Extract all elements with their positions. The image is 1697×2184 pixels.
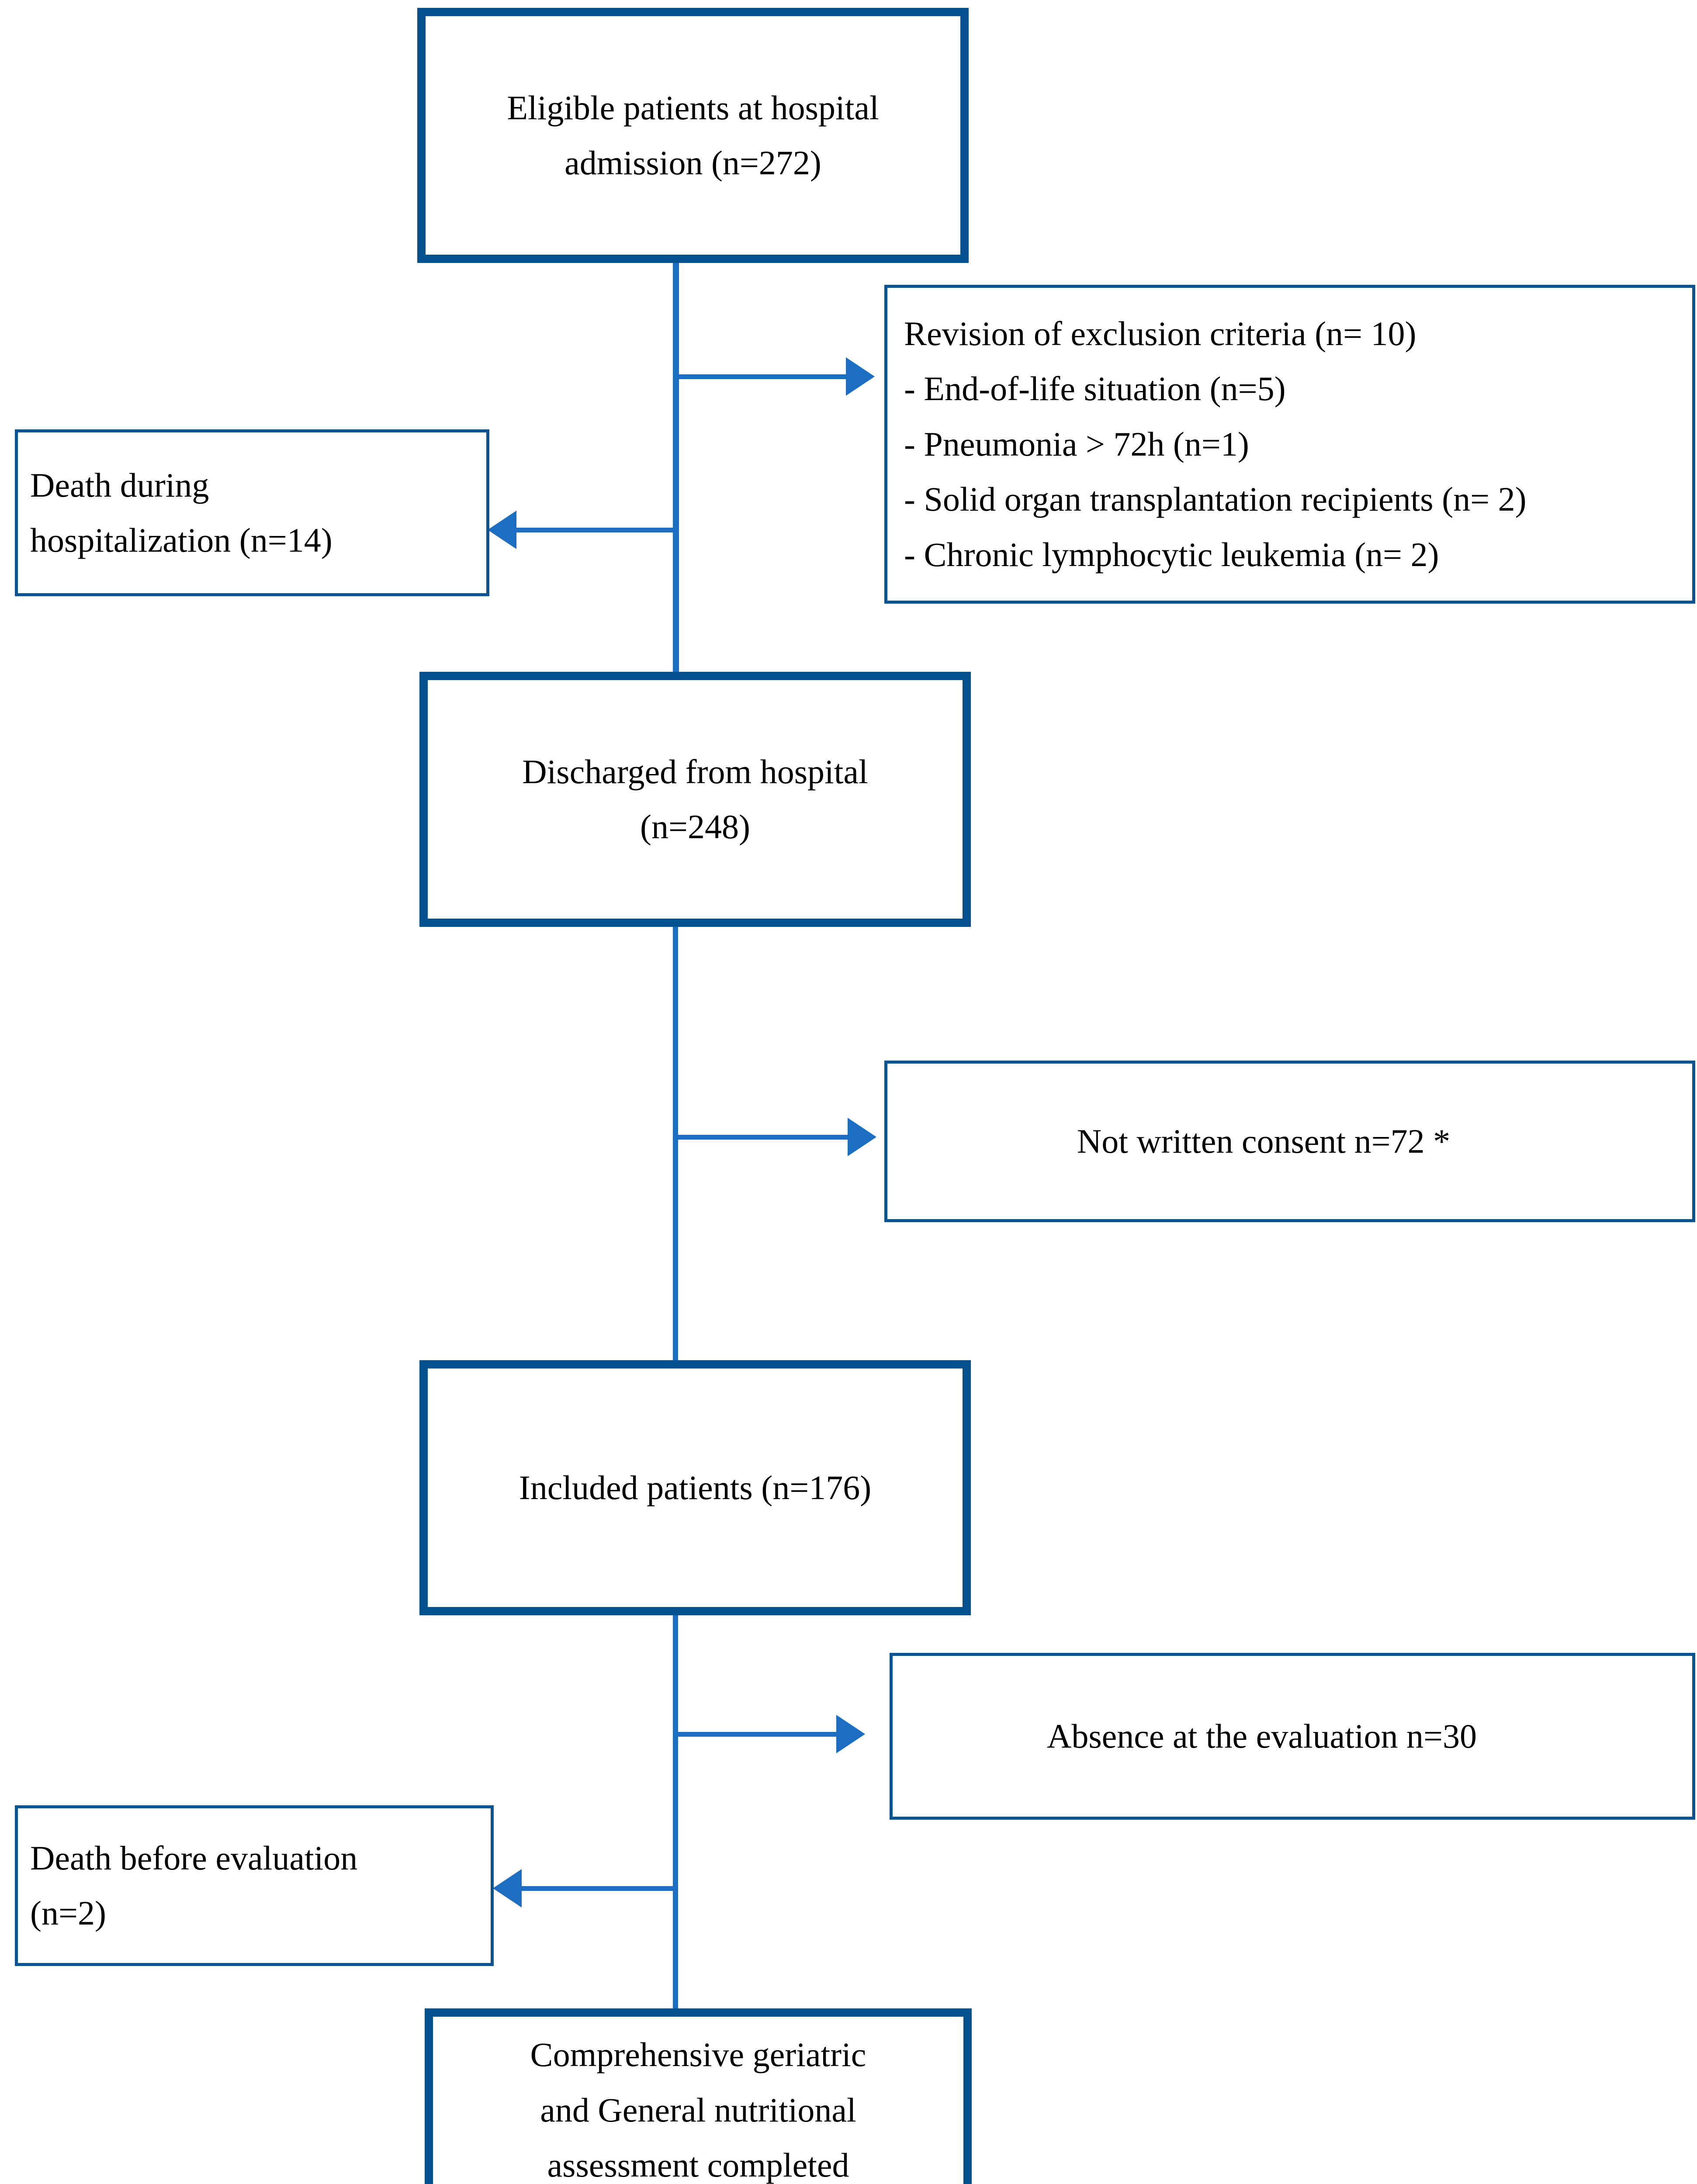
- node-death-before-eval-line-2: (n=2): [30, 1894, 106, 1932]
- arrowhead-death-hospital-icon: [488, 511, 516, 549]
- node-completed-line-3: assessment completed: [547, 2146, 849, 2184]
- arrowhead-no-consent-icon: [848, 1118, 876, 1156]
- node-discharged-line-2: (n=248): [640, 808, 750, 846]
- node-death-hospital-line-2: hospitalization (n=14): [30, 521, 332, 559]
- connector-line-no-consent: [676, 1135, 848, 1140]
- spine-segment-included-to-completed: [673, 1612, 678, 2010]
- node-exclusion-line-1: Revision of exclusion criteria (n= 10): [904, 314, 1416, 353]
- node-included-patients[interactable]: Included patients (n=176): [419, 1360, 971, 1615]
- node-absence-at-evaluation[interactable]: Absence at the evaluation n=30: [890, 1653, 1695, 1820]
- arrowhead-absence-icon: [836, 1715, 865, 1753]
- spine-segment-discharged-to-included: [673, 923, 678, 1363]
- connector-line-death-hospital: [516, 528, 676, 532]
- node-death-before-eval-line-1: Death before evaluation: [30, 1838, 358, 1877]
- node-eligible-line-1: Eligible patients at hospital: [507, 88, 879, 127]
- node-no-consent-line-1: Not written consent n=72 *: [1077, 1122, 1451, 1160]
- node-exclusion-criteria[interactable]: Revision of exclusion criteria (n= 10) -…: [884, 285, 1695, 604]
- node-completed-line-1: Comprehensive geriatric: [530, 2035, 866, 2074]
- node-death-during-hospitalization[interactable]: Death during hospitalization (n=14): [15, 429, 489, 596]
- node-death-before-evaluation[interactable]: Death before evaluation (n=2): [15, 1805, 494, 1966]
- node-exclusion-line-5: - Chronic lymphocytic leukemia (n= 2): [904, 535, 1439, 574]
- arrowhead-exclusion-icon: [846, 357, 875, 396]
- node-exclusion-line-4: - Solid organ transplantation recipients…: [904, 480, 1527, 518]
- arrowhead-death-before-eval-icon: [493, 1869, 522, 1908]
- node-eligible-patients[interactable]: Eligible patients at hospital admission …: [417, 8, 969, 263]
- node-completed-line-2: and General nutritional: [540, 2091, 856, 2129]
- connector-line-absence: [676, 1732, 837, 1737]
- node-not-written-consent[interactable]: Not written consent n=72 *: [884, 1061, 1695, 1222]
- node-discharged-line-1: Discharged from hospital: [522, 752, 868, 791]
- node-assessment-completed[interactable]: Comprehensive geriatric and General nutr…: [425, 2008, 972, 2184]
- node-eligible-line-2: admission (n=272): [565, 144, 821, 182]
- node-absence-line-1: Absence at the evaluation n=30: [1047, 1717, 1477, 1755]
- node-included-line-1: Included patients (n=176): [519, 1468, 872, 1507]
- connector-line-death-before-eval: [521, 1886, 676, 1891]
- node-exclusion-line-2: - End-of-life situation (n=5): [904, 370, 1286, 408]
- node-death-hospital-line-1: Death during: [30, 466, 209, 504]
- connector-line-exclusion: [676, 374, 847, 379]
- spine-segment-eligible-to-discharged: [673, 259, 679, 674]
- node-exclusion-line-3: - Pneumonia > 72h (n=1): [904, 425, 1249, 463]
- node-discharged-from-hospital[interactable]: Discharged from hospital (n=248): [419, 672, 971, 927]
